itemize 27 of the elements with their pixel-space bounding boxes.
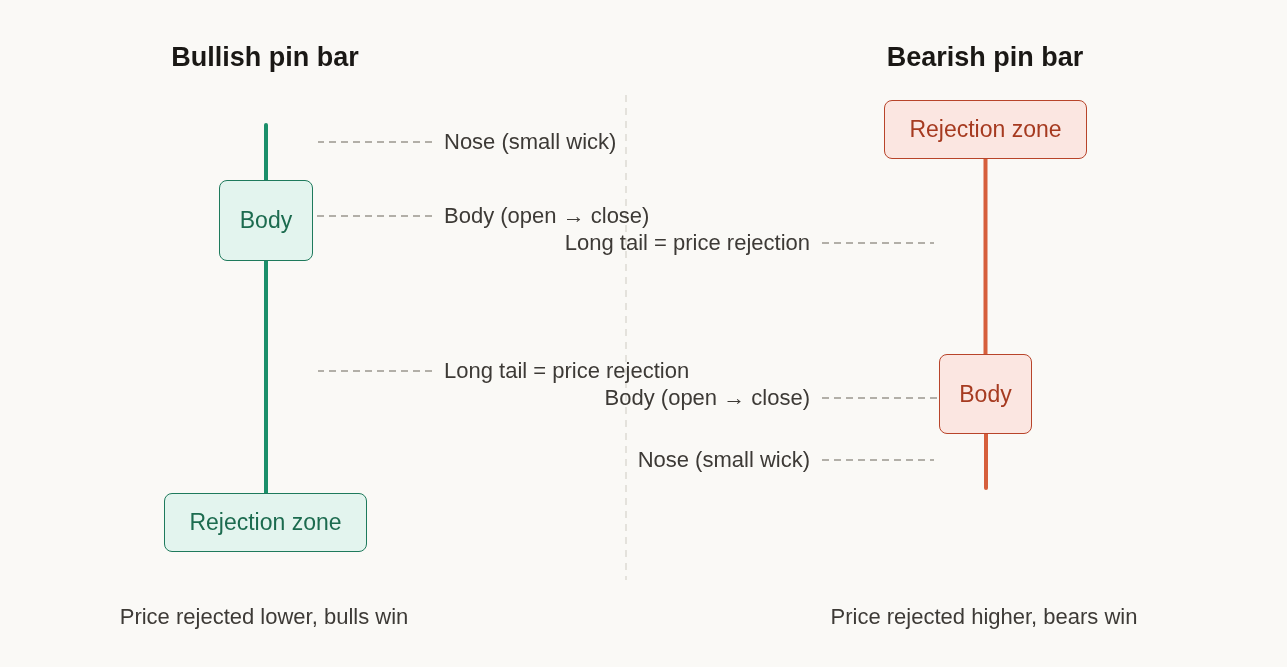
candle-body-box bbox=[219, 180, 313, 261]
annotation-text: Long tail = price rejection bbox=[552, 229, 822, 257]
leader-line bbox=[821, 459, 935, 461]
chart-title: Bearish pin bar bbox=[886, 42, 1084, 73]
leader-line bbox=[317, 141, 433, 143]
box-label: Body bbox=[239, 207, 293, 234]
annotation-text: Nose (small wick) bbox=[625, 446, 822, 474]
candle-wick-line bbox=[983, 157, 988, 356]
leader-line bbox=[821, 397, 940, 399]
annotation-text: Body (open → close) bbox=[432, 202, 662, 230]
annotation-text: Body (open → close) bbox=[592, 384, 822, 412]
annotation-text: Long tail = price rejection bbox=[432, 357, 702, 385]
rejection-zone-box bbox=[164, 493, 367, 552]
candle-wick-line bbox=[264, 259, 268, 495]
leader-line bbox=[317, 370, 433, 372]
candle-body-box bbox=[939, 354, 1032, 434]
annotation-text: Nose (small wick) bbox=[432, 128, 629, 156]
candle-wick-line bbox=[984, 432, 988, 490]
box-label: Body bbox=[959, 380, 1012, 408]
chart-title: Bullish pin bar bbox=[171, 42, 359, 73]
leader-line bbox=[821, 242, 935, 244]
box-label: Rejection zone bbox=[909, 116, 1062, 143]
caption-text: Price rejected higher, bears win bbox=[830, 604, 1138, 630]
candle-wick-line bbox=[264, 123, 268, 182]
box-label: Rejection zone bbox=[189, 509, 342, 536]
rejection-zone-box bbox=[884, 100, 1087, 159]
caption-text: Price rejected lower, bulls win bbox=[119, 604, 409, 630]
